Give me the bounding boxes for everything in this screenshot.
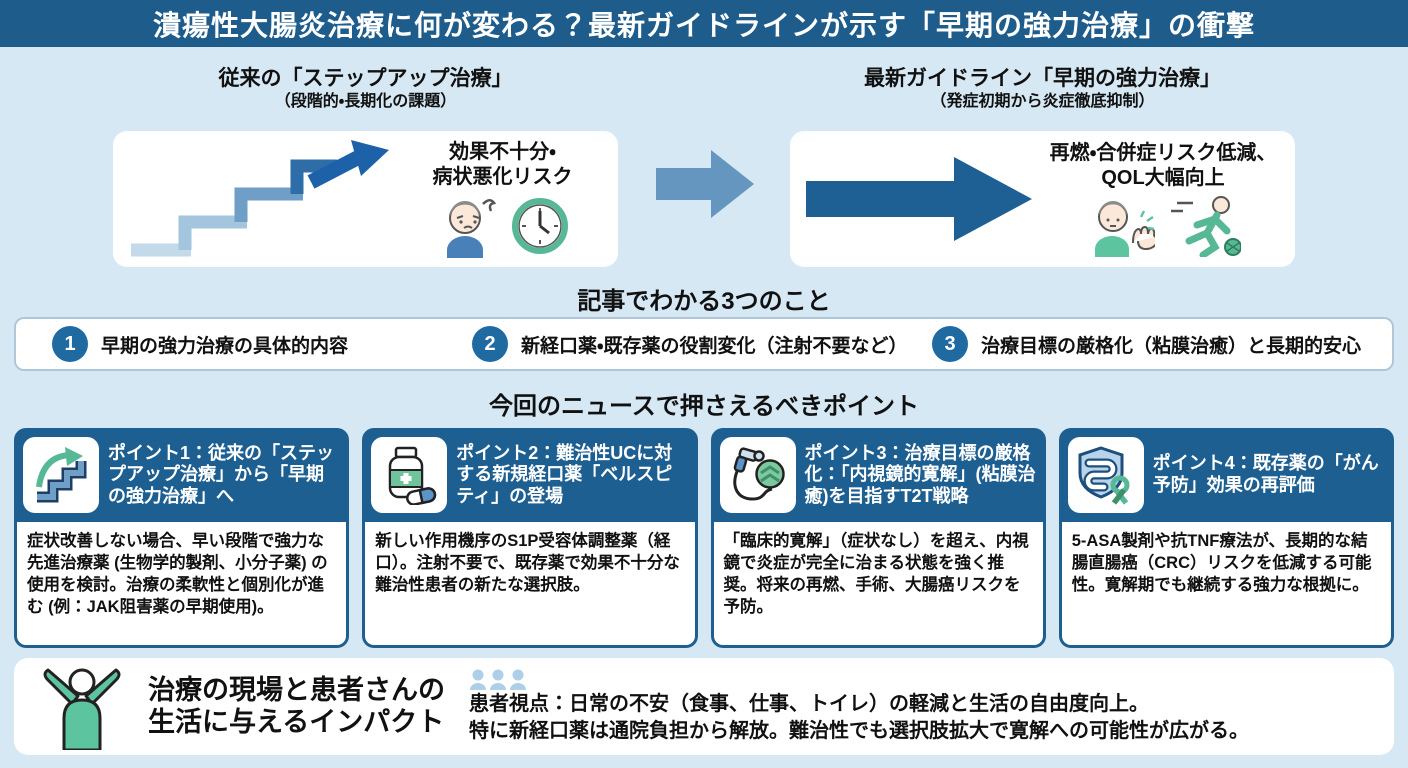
- cheering-person-icon: [43, 668, 121, 750]
- point-card-3-title: ポイント3：治療目標の厳格化：「内視鏡的寛解」(粘膜治癒)を目指すT2T戦略: [804, 442, 1036, 506]
- transition-arrow-icon: [656, 150, 754, 218]
- stairs-up-arrow-icon: [36, 447, 87, 503]
- point-card-2: ポイント2：難治性UCに対する新規経口薬「ベルスピティ」の登場 新しい作用機序の…: [362, 428, 698, 648]
- number-badge-3: 3: [932, 326, 968, 362]
- takeaways-heading: 記事でわかる3つのこと: [577, 288, 831, 315]
- early-treatment-box: 再燃・合併症リスク低減、 QOL大幅向上: [790, 131, 1295, 267]
- impact-section: 治療の現場と患者さんの 生活に与えるインパクト 患者視点：日常の不安（食事、仕事…: [14, 658, 1394, 755]
- point-card-4: ポイント4：既存薬の「がん予防」効果の再評価 5-ASA製剤や抗TNF療法が、長…: [1058, 428, 1394, 648]
- takeaway-item-2: 2 新経口薬・既存薬の役割変化（注射不要など）: [472, 326, 932, 362]
- number-badge-1: 1: [52, 326, 88, 362]
- endoscope-icon: [732, 447, 785, 501]
- old-treatment-heading-block: 従来の「ステップアップ治療」 （段階的・長期化の課題）: [113, 66, 618, 114]
- worried-person-icon: [446, 199, 496, 258]
- page-title: 潰瘍性大腸炎治療に何が変わる？最新ガイドラインが示す「早期の強力治療」の衝撃: [152, 9, 1255, 41]
- takeaway-item-3: 3 治療目標の厳格化（粘膜治癒）と長期的安心: [932, 326, 1392, 362]
- point-card-1: ポイント1：従来の「ステップアップ治療」から「早期の強力治療」へ 症状改善しない…: [14, 428, 350, 648]
- point-card-4-title: ポイント4：既存薬の「がん予防」効果の再評価: [1152, 453, 1379, 495]
- impact-heading: 治療の現場と患者さんの 生活に与えるインパクト: [148, 674, 445, 737]
- old-treatment-subheading: （段階的・長期化の課題）: [274, 93, 457, 111]
- new-treatment-heading: 最新ガイドライン「早期の強力治療」: [864, 67, 1221, 90]
- takeaways-bar: 1 早期の強力治療の具体的内容 2 新経口薬・既存薬の役割変化（注射不要など） …: [14, 317, 1394, 371]
- takeaway-item-1: 1 早期の強力治療の具体的内容: [52, 326, 472, 362]
- point-card-3-body: 「臨床的寛解」（症状なし）を超え、内視鏡で炎症が完全に治まる状態を強く推奨。将来…: [710, 522, 1046, 648]
- point-card-1-body: 症状改善しない場合、早い段階で強力な先進治療薬 (生物学的製剤、小分子薬) の使…: [14, 522, 350, 648]
- running-person-icon: [1171, 196, 1241, 257]
- title-bar: 潰瘍性大腸炎治療に何が変わる？最新ガイドラインが示す「早期の強力治療」の衝撃: [0, 0, 1408, 47]
- early-benefit-text: 再燃・合併症リスク低減、 QOL大幅向上: [1049, 142, 1277, 189]
- point-card-2-title: ポイント2：難治性UCに対する新規経口薬「ベルスピティ」の登場: [456, 442, 673, 506]
- stepup-treatment-box: 効果不十分・ 病状悪化リスク: [113, 131, 618, 267]
- waving-person-icon: [1095, 201, 1155, 257]
- new-treatment-subheading: （発症初期から炎症徹底抑制）: [930, 93, 1155, 111]
- points-heading: 今回のニュースで押さえるべきポイント: [488, 393, 920, 420]
- three-people-icon: [470, 669, 526, 690]
- impact-body-line1: 患者視点：日常の不安（食事、仕事、トイレ）の軽減と生活の自由度向上。: [469, 693, 1149, 715]
- number-badge-2: 2: [472, 326, 508, 362]
- old-treatment-heading: 従来の「ステップアップ治療」: [218, 67, 513, 90]
- impact-body-line2: 特に新経口薬は通院負担から解放。難治性でも選択肢拡大で寛解への可能性が広がる。: [469, 720, 1249, 742]
- point-card-2-body: 新しい作用機序のS1P受容体調整薬（経口）。注射不要で、既存薬で効果不十分な難治…: [362, 522, 698, 648]
- clock-icon: [511, 198, 568, 254]
- stepup-risk-text: 効果不十分・ 病状悪化リスク: [432, 141, 573, 188]
- step-up-stairs-arrow-icon: [131, 140, 389, 257]
- straight-arrow-icon: [806, 157, 1032, 241]
- point-card-4-body: 5-ASA製剤や抗TNF療法が、長期的な結腸直腸癌（CRC）リスクを低減する可能…: [1058, 522, 1394, 648]
- point-cards-row: ポイント1：従来の「ステップアップ治療」から「早期の強力治療」へ 症状改善しない…: [14, 428, 1394, 648]
- new-treatment-heading-block: 最新ガイドライン「早期の強力治療」 （発症初期から炎症徹底抑制）: [790, 66, 1295, 114]
- medicine-bottle-icon: [389, 446, 437, 505]
- point-card-1-title: ポイント1：従来の「ステップアップ治療」から「早期の強力治療」へ: [108, 442, 335, 506]
- point-card-3: ポイント3：治療目標の厳格化：「内視鏡的寛解」(粘膜治癒)を目指すT2T戦略 「…: [710, 428, 1046, 648]
- shield-colon-ribbon-icon: [1078, 446, 1130, 505]
